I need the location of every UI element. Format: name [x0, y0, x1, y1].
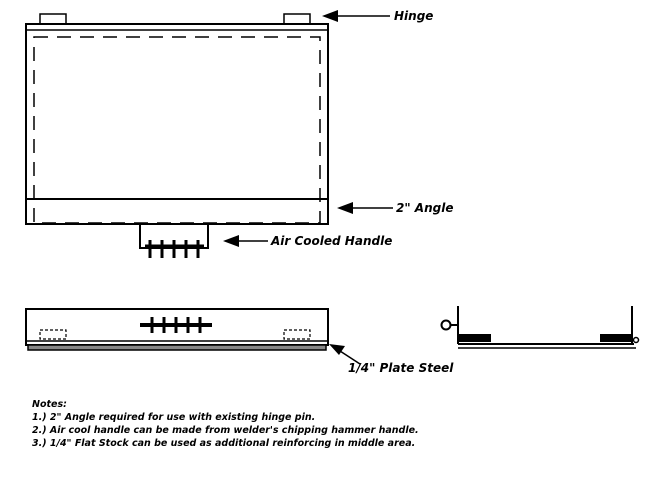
front-handle-fins [150, 317, 202, 333]
notes-heading: Notes: [32, 399, 67, 410]
end-right-foot [600, 334, 631, 342]
top-view-outline [25, 23, 329, 225]
plate-arrow [339, 350, 361, 365]
front-view [25, 308, 329, 351]
note-item-3: 3.) 1/4" Flat Stock can be used as addit… [32, 438, 416, 449]
top-view [25, 13, 329, 258]
note-item-2: 2.) Air cool handle can be made from wel… [32, 425, 419, 436]
plate-arrowhead [329, 344, 345, 355]
notes-section: Notes: 1.) 2" Angle required for use wit… [32, 398, 652, 450]
front-view-plate [27, 344, 327, 351]
front-dashed-tab-right [283, 329, 311, 340]
handle-fins [148, 240, 200, 258]
hinge-label: Hinge [394, 9, 433, 23]
handle-label: Air Cooled Handle [270, 234, 392, 248]
front-dashed-tab-left [39, 329, 67, 340]
end-left-foot [459, 334, 491, 342]
end-hinge-pin [440, 319, 452, 331]
handle-arrowhead [223, 235, 239, 247]
plate-label: 1/4" Plate Steel [348, 361, 454, 375]
hinge-tab-right [283, 13, 311, 25]
angle-arrowhead [337, 202, 353, 214]
dashed-reinforcing-outline [33, 36, 321, 224]
hinge-tab-left [39, 13, 67, 25]
end-view [440, 306, 640, 349]
end-right-tab [632, 336, 640, 344]
hinge-arrowhead [322, 10, 338, 22]
angle-label: 2" Angle [396, 201, 453, 215]
note-item-1: 1.) 2" Angle required for use with exist… [32, 412, 316, 423]
bottom-angle-strip [25, 198, 329, 225]
callouts [223, 10, 393, 365]
